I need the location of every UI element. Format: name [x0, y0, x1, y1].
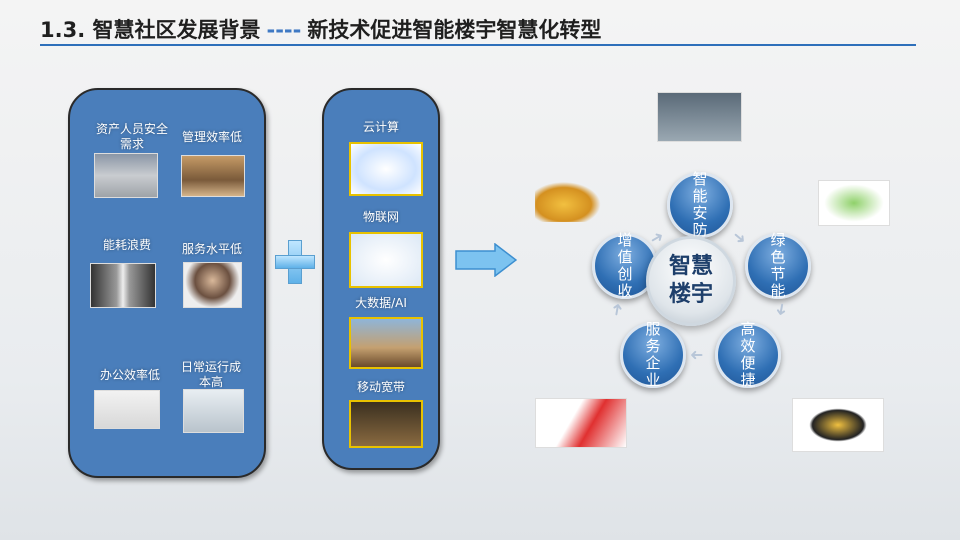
tech-label: 云计算	[362, 120, 399, 134]
cycle-center: 智慧楼宇	[646, 236, 736, 326]
coins-image	[535, 178, 607, 222]
right-arrow-icon	[455, 243, 517, 277]
plus-icon	[275, 240, 315, 284]
title-underline	[40, 44, 916, 46]
problem-label: 管理效率低	[181, 130, 242, 144]
clock-image	[792, 398, 884, 452]
cloud-image	[349, 142, 423, 196]
problem-label: 服务水平低	[181, 242, 242, 256]
page-title: 1.3. 智慧社区发展背景----新技术促进智能楼宇智慧化转型	[40, 14, 601, 44]
title-dash: ----	[266, 18, 302, 42]
problems-panel: 资产人员安全需求 管理效率低 能耗浪费 服务水平低 办公效率低 日常运行成本高	[68, 88, 266, 478]
cycle-arrow-icon: ➜	[771, 301, 793, 318]
cycle-item-label: 增值创收	[617, 231, 633, 300]
problem-label: 办公效率低	[99, 368, 160, 382]
cycle-item-value: 增值创收	[592, 231, 658, 300]
bigdata-image	[349, 317, 423, 369]
office-image	[94, 390, 160, 429]
cycle-item-energy: 绿色节能	[745, 231, 811, 300]
problem-label: 日常运行成本高	[180, 360, 241, 389]
warehouse-image	[94, 153, 158, 198]
problem-label: 资产人员安全需求	[95, 122, 168, 151]
cycle-item-label: 服务企业	[645, 320, 661, 389]
stressed-man-image	[183, 262, 242, 308]
problem-label: 能耗浪费	[102, 238, 151, 252]
cycle-item-security: 智能安防	[667, 170, 733, 239]
server-room-image	[90, 263, 156, 308]
cycle-item-efficiency: 高效便捷	[715, 320, 781, 389]
technology-panel: 云计算 物联网 大数据/AI 移动宽带	[322, 88, 440, 470]
section-title: 1.3. 智慧社区发展背景	[40, 18, 261, 42]
cycle-arrow-icon: ➜	[728, 225, 751, 250]
tech-label: 大数据/AI	[355, 296, 407, 310]
cycle-item-label: 绿色节能	[770, 231, 786, 300]
cycle-item-service: 服务企业	[620, 320, 686, 389]
tech-label: 物联网	[362, 210, 399, 224]
cycle-item-label: 高效便捷	[740, 320, 756, 389]
subtitle: 新技术促进智能楼宇智慧化转型	[307, 18, 602, 42]
cycle-arrow-icon: ➜	[606, 301, 628, 318]
cycle-item-label: 智能安防	[692, 170, 708, 239]
growth-chart-image	[535, 398, 627, 448]
tech-label: 移动宽带	[356, 380, 405, 394]
cycle-center-label: 智慧楼宇	[668, 254, 713, 307]
mall-image	[181, 155, 245, 197]
green-house-image	[818, 180, 890, 226]
monitoring-room-image	[657, 92, 742, 142]
phone-woman-image	[183, 389, 244, 433]
iot-image	[349, 232, 423, 288]
mobile-crowd-image	[349, 400, 423, 448]
cycle-arrow-icon: ➜	[690, 346, 704, 365]
